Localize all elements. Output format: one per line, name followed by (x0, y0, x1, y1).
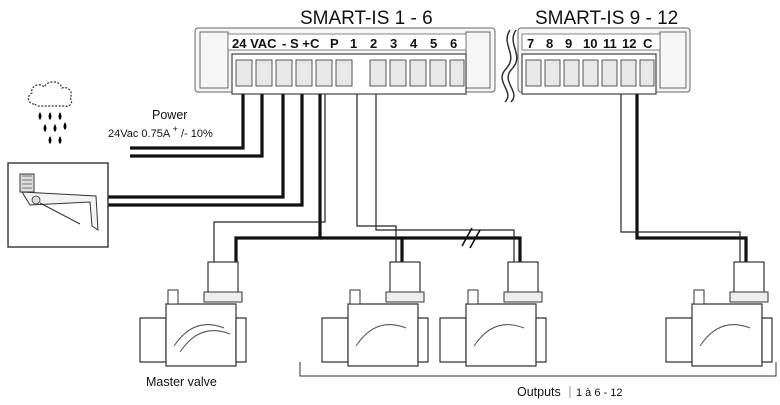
terminal-label: 11 (603, 36, 617, 51)
master-valve-label: Master valve (146, 375, 217, 389)
zone-valve (665, 261, 773, 367)
terminal-label: - S + (282, 36, 310, 51)
terminal-label: 6 (450, 36, 457, 51)
wires-thick (108, 94, 748, 262)
outputs-bracket (299, 362, 777, 377)
power-label: Power (152, 108, 187, 122)
terminal-label: 7 (527, 36, 534, 51)
terminal-label: 5 (430, 36, 437, 51)
terminal-label: C (310, 36, 320, 51)
controller-board-right: 7 8 9 10 11 12 C (517, 27, 691, 95)
outputs-range: 1 à 6 - 12 (576, 387, 622, 399)
wire-break-mark (461, 227, 473, 247)
terminal-label: 12 (622, 36, 636, 51)
terminal-labels-right: 7 8 9 10 11 12 C (527, 36, 653, 51)
zone-valve (439, 261, 547, 367)
power-spec-prefix: 24Vac 0.75A (108, 128, 171, 140)
outputs-label: Outputs (517, 385, 561, 399)
title-smart-is-9-12: SMART-IS 9 - 12 (535, 8, 678, 29)
terminal-label: 8 (546, 36, 553, 51)
board-break-mark (507, 29, 518, 103)
zone-valve (321, 261, 429, 367)
terminal-screws-right (525, 59, 655, 87)
terminal-label: 10 (583, 36, 597, 51)
terminal-label: 1 (350, 36, 357, 51)
terminal-label: 4 (410, 36, 418, 51)
terminal-label: 3 (390, 36, 397, 51)
power-spec-sup: + (173, 124, 178, 134)
rain-sensor-icon (7, 162, 109, 248)
wires-thin (213, 94, 741, 262)
solenoid-valve-icon (139, 261, 773, 367)
wire-break-mark (469, 229, 481, 249)
terminal-label: 24 VAC (232, 36, 277, 51)
terminal-screws-left (235, 59, 465, 87)
title-smart-is-1-6: SMART-IS 1 - 6 (300, 8, 433, 29)
terminal-label: P (330, 36, 339, 51)
terminal-label: 2 (370, 36, 377, 51)
rain-cloud-icon (27, 81, 73, 144)
terminal-labels-left: 24 VAC - S + C P 1 2 3 4 5 6 (232, 36, 457, 51)
terminal-label: 9 (565, 36, 572, 51)
terminal-label: C (643, 36, 653, 51)
master-valve (139, 261, 247, 367)
power-spec: 24Vac 0.75A + /- 10% (108, 123, 213, 140)
board-break-mark (501, 29, 512, 103)
controller-board-left: 24 VAC - S + C P 1 2 3 4 5 6 (194, 27, 496, 95)
power-spec-mid: /- 10% (181, 128, 213, 140)
